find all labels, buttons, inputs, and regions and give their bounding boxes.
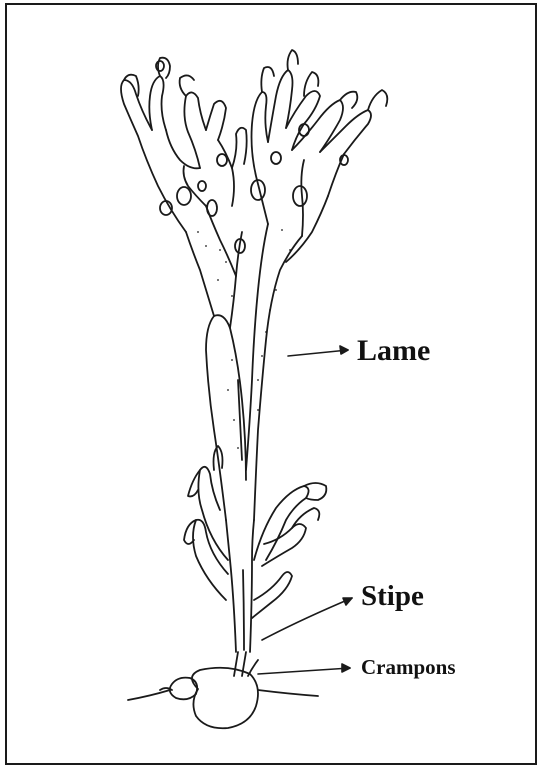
label-lame: Lame (357, 334, 430, 368)
lame-structure (186, 196, 328, 520)
holdfast-rock (128, 668, 318, 729)
lame-pointer (288, 350, 348, 356)
lame-arrowhead (340, 346, 348, 354)
crampons-pointer (258, 668, 350, 674)
lower-left-branches (184, 446, 228, 600)
stipe-pointer (262, 598, 352, 640)
stipe-structure (226, 520, 254, 652)
label-stipe: Stipe (361, 580, 424, 613)
upper-right-fronds (252, 50, 388, 236)
stipe-arrowhead (343, 598, 352, 605)
crampons-arrowhead (342, 664, 350, 672)
label-pointers (258, 346, 352, 674)
lower-right-branches (252, 483, 326, 618)
label-crampons: Crampons (361, 655, 456, 680)
